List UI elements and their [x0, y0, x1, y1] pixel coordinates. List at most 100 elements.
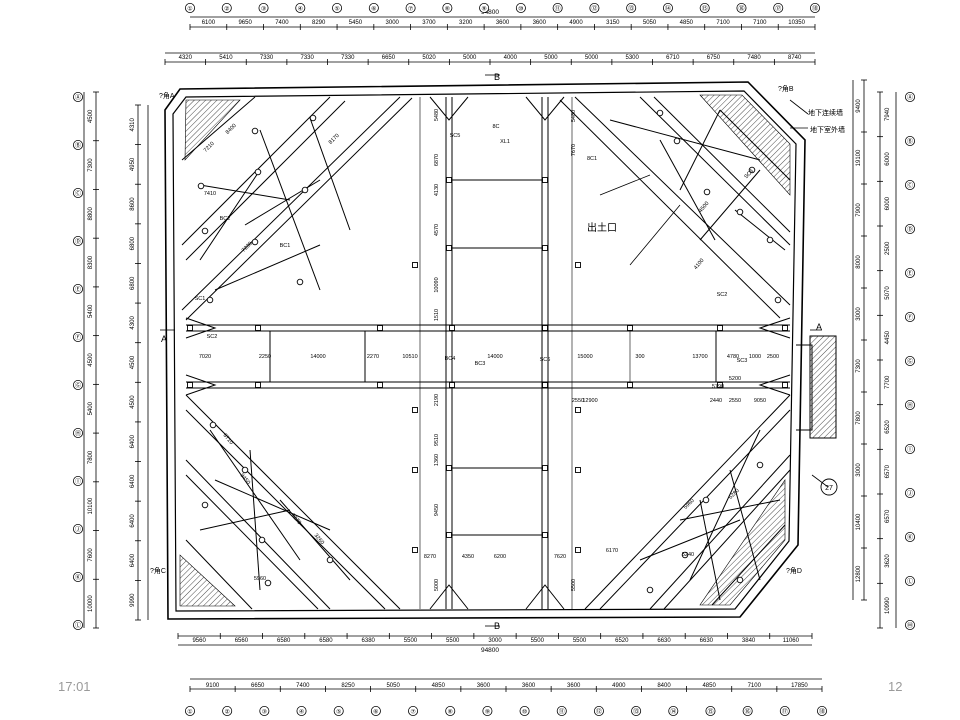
axis-label: ③ [262, 709, 267, 716]
column-node [782, 325, 788, 331]
dimension-value: 4500 [88, 109, 94, 123]
axis-bubble [370, 706, 381, 717]
dimension-value: 7940 [885, 107, 891, 121]
axis-bubble [296, 706, 307, 717]
dimension-value: 5300 [626, 55, 640, 61]
strut-dimension: 10510 [402, 354, 417, 360]
axis-label: Ⓒ [907, 182, 913, 190]
axis-label: ⑯ [738, 5, 744, 13]
column-node [542, 325, 548, 331]
member-label: 8710 [222, 433, 234, 446]
dimension-value: 7300 [88, 158, 94, 172]
axis-bubble [905, 311, 916, 322]
column-node [542, 177, 548, 183]
axis-label: Ⓗ [75, 430, 81, 438]
strut-dimension: 5480 [571, 110, 577, 122]
dimension-value: 4850 [702, 683, 716, 689]
strut-dimension: 14000 [487, 354, 502, 360]
axis-label: ⑫ [596, 708, 602, 716]
axis-bubble [810, 3, 821, 13]
strut-dimension: 7020 [199, 354, 211, 360]
axis-label: Ⓛ [907, 578, 913, 586]
corner-truss-sw [185, 394, 401, 610]
axis-label: ① [187, 6, 192, 13]
axis-bubble [556, 706, 567, 717]
strut-dimension: 4780 [727, 354, 739, 360]
strut-dimension: 5480 [434, 109, 440, 121]
column-node [209, 421, 217, 429]
strut-dimension: 9450 [434, 504, 440, 516]
axis-bubble [73, 283, 84, 294]
dimension-value: 8800 [88, 206, 94, 220]
axis-label: ⑱ [812, 5, 818, 13]
section-b-top: B [494, 72, 500, 82]
dimension-value: 6580 [319, 638, 333, 644]
top-total-dimension: 94800 [481, 9, 499, 16]
axis-bubble [258, 3, 269, 13]
axis-label: ⑭ [670, 708, 676, 716]
axis-label: ③ [261, 6, 266, 13]
member-label: SC2 [717, 292, 728, 298]
detail-callout-circle [820, 478, 838, 496]
column-node [201, 227, 209, 235]
corner-hatches [179, 94, 837, 607]
axis-bubble [699, 3, 710, 13]
member-label: 8C1 [587, 156, 597, 162]
axis-bubble [742, 706, 753, 717]
dimension-value: 7480 [747, 55, 761, 61]
column-node [309, 114, 317, 122]
axis-bubble [905, 179, 916, 190]
axis-label: Ⓓ [75, 238, 81, 246]
axis-bubble [589, 3, 600, 13]
axis-bubble [905, 355, 916, 366]
dimension-value: 4900 [612, 683, 626, 689]
axis-label: Ⓓ [907, 226, 913, 234]
column-node [446, 177, 452, 183]
dimension-value: 12800 [856, 565, 862, 582]
column-node [774, 296, 782, 304]
member-label: 7620 [554, 554, 566, 560]
column-node [412, 467, 418, 473]
left-dimensions-outer: 4500730088008300540045005400780010100760… [88, 109, 94, 612]
axis-bubble [73, 524, 84, 535]
dimension-value: 6750 [707, 55, 721, 61]
dimension-value: 9400 [856, 99, 862, 113]
dimension-value: 7330 [341, 55, 355, 61]
bottom-total-dimension: 94800 [481, 647, 499, 654]
dimension-value: 6400 [130, 474, 136, 488]
axis-bubble [905, 620, 916, 631]
axis-label: ⑪ [559, 708, 565, 716]
dimension-value: 6400 [130, 434, 136, 448]
dimension-value: 9100 [206, 683, 220, 689]
axis-label: ① [187, 709, 192, 716]
axis-bubble [222, 706, 233, 717]
dimension-value: 11060 [783, 638, 800, 644]
axis-label: ⑭ [665, 5, 671, 13]
dimension-value: 6580 [277, 638, 291, 644]
strut-dimension: 13700 [692, 354, 707, 360]
axis-label: ⑱ [819, 708, 825, 716]
dimension-value: 7100 [753, 20, 767, 26]
axis-label: ⑥ [371, 6, 376, 13]
dimension-value: 3600 [567, 683, 581, 689]
axis-label: ⑤ [334, 6, 339, 13]
axis-label: Ⓚ [75, 574, 81, 582]
column-node [542, 245, 548, 251]
axis-bubble [368, 3, 379, 13]
section-a-right: A [816, 322, 822, 332]
strut-dimension: 2550 [729, 398, 741, 404]
strut-dimension: 1000 [749, 354, 761, 360]
member-label: SC1 [195, 296, 206, 302]
axis-label: ⑩ [518, 6, 523, 13]
strut-dimension: 2270 [367, 354, 379, 360]
axis-bubble [73, 379, 84, 390]
axis-label: ⑨ [485, 709, 490, 716]
axis-label: Ⓖ [75, 382, 81, 390]
dimension-value: 5500 [531, 638, 545, 644]
axis-label: ⑤ [336, 709, 341, 716]
corner-d-label: ?角D [786, 566, 802, 575]
wall-label-1: 地下连续墙 [808, 108, 843, 117]
